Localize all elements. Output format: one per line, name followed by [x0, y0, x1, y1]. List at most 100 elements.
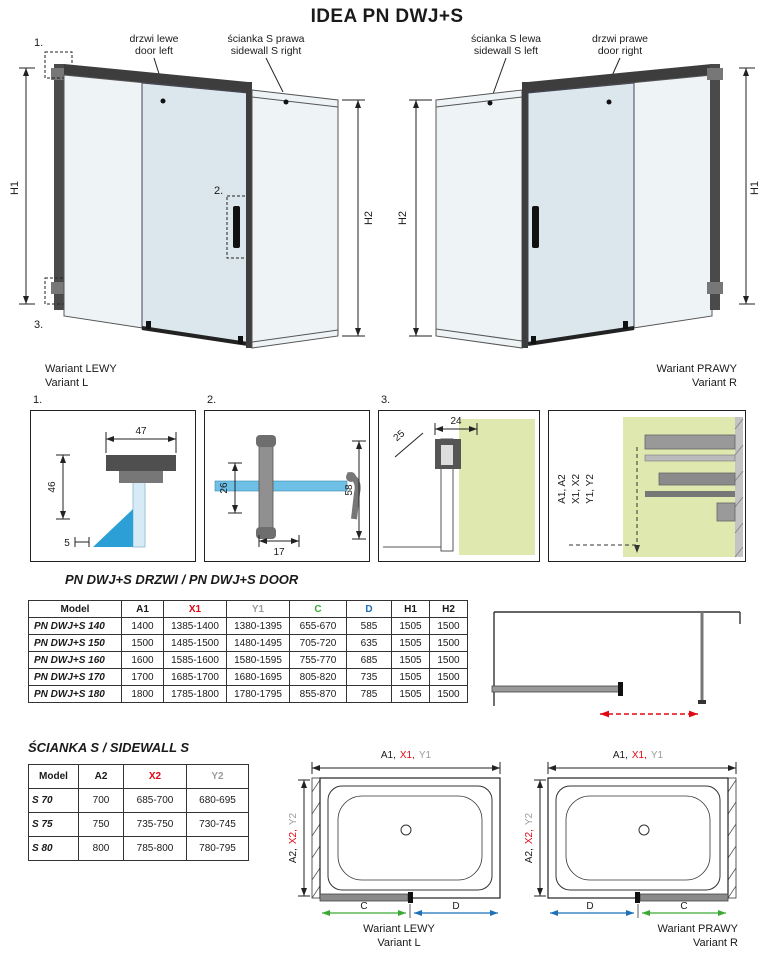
arrow: [232, 505, 238, 513]
page-title: IDEA PN DWJ+S: [310, 6, 464, 27]
plan-view-right-variant: A1,X1,Y1 A2,X2,Y2: [524, 750, 737, 918]
callout-3-label: 3.: [34, 319, 43, 331]
value-cell: 1505: [391, 668, 430, 686]
arrow: [642, 910, 650, 916]
sidewall-left-callout-label: ścianka S lewa sidewall S left: [471, 33, 541, 57]
value-cell: 700: [78, 788, 124, 813]
dim-a1: A1,: [613, 750, 628, 761]
arrow: [537, 780, 543, 788]
variant-left-en: Variant L: [45, 377, 89, 389]
door-section-heading: PN DWJ+S DRZWI / PN DWJ+S DOOR: [65, 572, 299, 587]
value-cell: 1385-1400: [163, 617, 227, 635]
plan-side-dim-label: A2,X2,Y2: [524, 812, 535, 863]
detail-2-box: 26 17 58: [204, 410, 370, 562]
dim-y1: Y1: [651, 750, 664, 761]
dim-58-label: 58: [344, 484, 355, 496]
door-plan-handle: [635, 892, 640, 903]
roller-foot: [531, 336, 536, 344]
value-cell: 1500: [429, 634, 468, 652]
sidewall-top-edge: [435, 96, 523, 108]
value-cell: 1500: [429, 668, 468, 686]
handle-cap-top: [256, 435, 276, 447]
model-cell: S 80: [28, 836, 79, 861]
h2-dimension: [409, 99, 432, 337]
arrow: [322, 910, 330, 916]
plan-variant-left-caption: Wariant LEWY Variant L: [288, 922, 510, 950]
glass-section: [214, 480, 348, 492]
detail-4-drawing: A1, A2 X1, X2 Y1, Y2: [557, 417, 744, 558]
roller-foot: [238, 336, 243, 344]
callout-2-label: 2.: [214, 185, 223, 197]
h1-arrow-top: [23, 68, 29, 76]
wall-hatch: [727, 779, 737, 899]
model-cell: PN DWJ+S 150: [28, 634, 122, 652]
value-cell: 1600: [121, 651, 164, 669]
profile-insert: [119, 471, 163, 483]
rail-mount-dot: [160, 98, 166, 104]
value-cell: 1680-1695: [226, 668, 290, 686]
detail-3-box: 24 25: [378, 410, 540, 562]
arrow: [232, 463, 238, 471]
model-cell: PN DWJ+S 160: [28, 651, 122, 669]
value-cell: 1580-1595: [226, 651, 290, 669]
column-header-a2: A2: [78, 764, 124, 789]
arrow: [548, 765, 556, 771]
h1-dimension: [19, 67, 35, 305]
seal-wedge: [93, 509, 133, 547]
value-cell: 1485-1500: [163, 634, 227, 652]
arrow: [291, 538, 299, 544]
axis-label-x: X1, X2: [571, 474, 582, 504]
drain: [400, 824, 412, 836]
variant-right-pl: Wariant PRAWY: [656, 363, 737, 375]
dim-x1: X1,: [400, 750, 415, 761]
column-header-x1: X1: [163, 600, 227, 618]
h1-dimension: [739, 67, 755, 305]
plan-top-dim: [547, 762, 737, 774]
dim-47: [105, 432, 177, 453]
sidewall-left-label-pl: ścianka S lewa: [471, 33, 541, 45]
dim-a1: A1,: [381, 750, 396, 761]
top-rail: [64, 64, 248, 93]
value-cell: 785: [346, 685, 392, 703]
dim-y2: Y2: [524, 812, 535, 825]
h1-label: H1: [749, 181, 761, 195]
dim-5-label: 5: [64, 538, 70, 549]
h2-arrow-bottom: [355, 328, 361, 336]
column-header-y2: Y2: [186, 764, 249, 789]
variant-left-caption: Wariant LEWY Variant L: [45, 362, 117, 390]
bathtub-basin: [337, 795, 483, 881]
corner-profile: [522, 82, 528, 348]
corner-plan-diagram: [491, 611, 741, 718]
arrow: [312, 765, 320, 771]
dim-d-label: D: [452, 901, 459, 912]
plan-side-dim: [298, 779, 310, 897]
variant-right-en: Variant R: [691, 377, 737, 389]
sidewall-mount-dot: [487, 100, 493, 106]
roller-foot: [623, 321, 628, 329]
arrow: [398, 910, 406, 916]
dim-a2: A2,: [288, 848, 299, 863]
sidewall-right-label-pl: ścianka S prawa: [227, 33, 304, 45]
value-cell: 1500: [121, 634, 164, 652]
sidewall-right-label-en: sidewall S right: [231, 45, 302, 57]
arrow: [634, 545, 640, 553]
value-cell: 750: [78, 812, 124, 837]
value-cell: 635: [346, 634, 392, 652]
dim-26-label: 26: [219, 482, 230, 494]
value-cell: 1505: [391, 685, 430, 703]
dim-y2: Y2: [288, 812, 299, 825]
dim-46-label: 46: [47, 481, 58, 493]
door-plan-bar: [491, 685, 623, 693]
axis-label-y: Y1, Y2: [585, 474, 596, 504]
dim-46: [56, 454, 70, 520]
door-right-label-en: door right: [598, 45, 642, 57]
h2-label: H2: [363, 211, 375, 225]
profile-notch: [441, 445, 453, 465]
value-cell: 1800: [121, 685, 164, 703]
door-plan-bar: [639, 893, 729, 902]
